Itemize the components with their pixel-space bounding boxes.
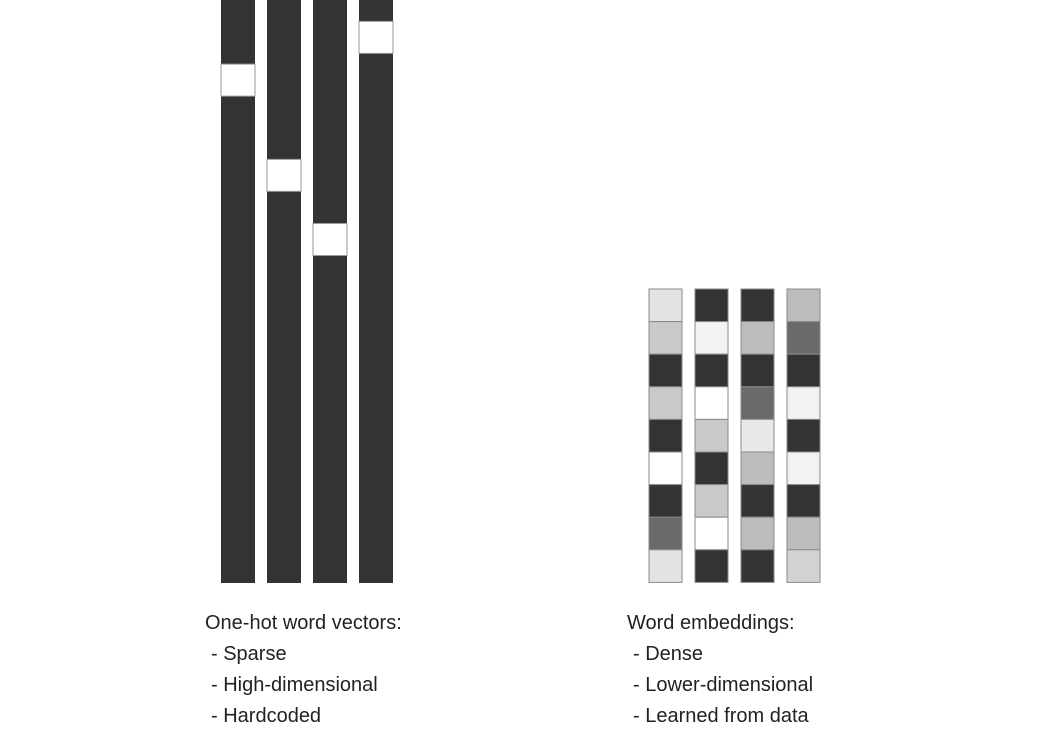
- one-hot-vector-3: [313, 0, 347, 583]
- embedding-cell-1-4: [648, 386, 683, 420]
- embedding-cell-3-9: [740, 549, 775, 583]
- embedding-cell-1-8: [648, 516, 683, 551]
- embedding-cell-3-3: [740, 353, 775, 388]
- one-hot-property-2: - High-dimensional: [211, 674, 378, 696]
- one-hot-active-cell-3: [312, 222, 348, 256]
- cut-off-text-line: [0, 730, 1062, 738]
- embedding-cell-3-2: [740, 321, 775, 355]
- one-hot-active-cell-1: [220, 63, 256, 97]
- embedding-cell-3-5: [740, 418, 775, 453]
- one-hot-property-1: - Sparse: [211, 643, 287, 665]
- embedding-cell-1-5: [648, 418, 683, 453]
- embedding-cell-2-5: [694, 418, 729, 453]
- embedding-cell-4-5: [786, 418, 821, 453]
- embedding-cell-2-7: [694, 484, 729, 518]
- embedding-cell-1-6: [648, 451, 683, 486]
- embedding-cell-4-1: [786, 288, 821, 323]
- one-hot-heading: One-hot word vectors:: [205, 612, 402, 634]
- embedding-cell-4-6: [786, 451, 821, 486]
- one-hot-vector-2: [267, 0, 301, 583]
- embedding-cell-2-8: [694, 516, 729, 551]
- word-embeddings-caption: Word embeddings: - Dense - Lower-dimensi…: [627, 608, 813, 732]
- embedding-cell-3-7: [740, 484, 775, 518]
- embedding-cell-4-9: [786, 549, 821, 583]
- embedding-cell-1-7: [648, 484, 683, 518]
- embedding-cell-2-3: [694, 353, 729, 388]
- one-hot-active-cell-2: [266, 158, 302, 192]
- embedding-cell-2-1: [694, 288, 729, 323]
- one-hot-vectors: [220, 0, 394, 583]
- word-embeddings-property-2: - Lower-dimensional: [633, 674, 814, 696]
- embedding-cell-3-4: [740, 386, 775, 420]
- embedding-cell-1-1: [648, 288, 683, 323]
- embedding-cell-4-8: [786, 516, 821, 551]
- one-hot-property-3: - Hardcoded: [211, 705, 322, 727]
- word-embedding-vectors: [648, 288, 821, 583]
- one-hot-caption: One-hot word vectors: - Sparse - High-di…: [205, 608, 402, 732]
- one-hot-active-cell-4: [358, 20, 394, 54]
- embedding-cell-4-3: [786, 353, 821, 388]
- embedding-cell-3-8: [740, 516, 775, 551]
- one-hot-vector-1: [221, 0, 255, 583]
- embedding-cell-3-1: [740, 288, 775, 323]
- embedding-cell-4-2: [786, 321, 821, 355]
- embedding-cell-2-2: [694, 321, 729, 355]
- embedding-cell-4-4: [786, 386, 821, 420]
- embedding-cell-2-6: [694, 451, 729, 486]
- word-embeddings-heading: Word embeddings:: [627, 612, 795, 634]
- word-embeddings-property-1: - Dense: [633, 643, 704, 665]
- word-embeddings-property-3: - Learned from data: [633, 705, 809, 727]
- embedding-cell-4-7: [786, 484, 821, 518]
- one-hot-vector-4: [359, 0, 393, 583]
- embedding-cell-2-9: [694, 549, 729, 583]
- embedding-cell-1-2: [648, 321, 683, 355]
- embedding-cell-3-6: [740, 451, 775, 486]
- embedding-cell-1-9: [648, 549, 683, 583]
- embedding-cell-1-3: [648, 353, 683, 388]
- embedding-cell-2-4: [694, 386, 729, 420]
